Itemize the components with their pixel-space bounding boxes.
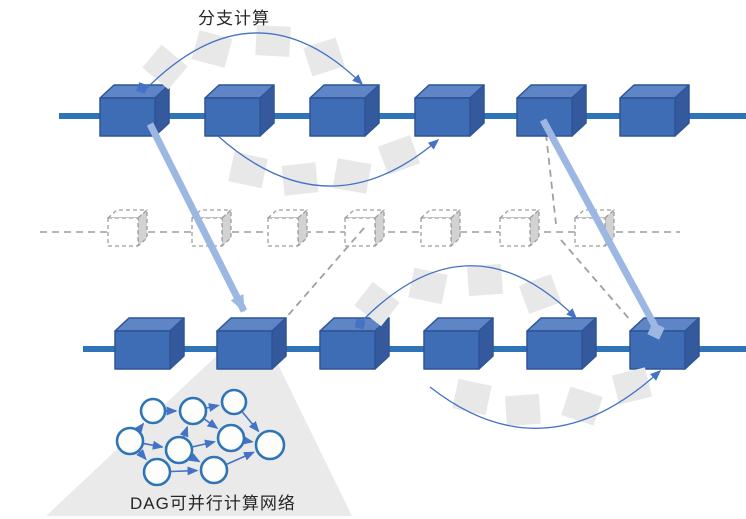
block-cube: [99, 84, 170, 137]
block-cube: [319, 317, 390, 370]
fork-link-line: [539, 118, 660, 330]
orbit-arrow-arc: [361, 265, 578, 322]
dashed-connectors: [283, 133, 632, 322]
dag-edge-arrow: [143, 440, 164, 450]
block-cube: [619, 84, 690, 137]
orbit-block: [354, 281, 400, 327]
dag-edge-arrow: [242, 435, 254, 445]
dag-network: [115, 388, 286, 487]
dag-edge-arrow: [206, 403, 220, 412]
dag-edge-arrow: [192, 439, 216, 449]
dag-node: [142, 457, 172, 487]
dag-edge-arrow: [203, 418, 219, 430]
cross-chain-connectors: [146, 118, 665, 340]
orbit-block: [255, 25, 291, 57]
orbit-block: [281, 162, 319, 196]
ghost-block: [499, 209, 540, 247]
ghost-block: [420, 209, 461, 247]
block-cube: [309, 84, 380, 137]
connector-anchor: [136, 82, 148, 94]
dag-node: [199, 455, 229, 485]
dag-node: [216, 423, 246, 453]
dag-network-label: DAG可并行计算网络: [130, 494, 296, 513]
orbit-arrow-arc: [429, 369, 662, 429]
orbit-block: [191, 30, 233, 68]
orbit-block: [466, 263, 504, 297]
block-cube: [114, 317, 185, 370]
orbit-block: [611, 367, 653, 405]
block-cube: [629, 317, 700, 370]
block-cube: [216, 317, 287, 370]
ghost-chain: [40, 209, 680, 247]
bottom-chain-orbit: [354, 263, 662, 429]
ghost-block: [107, 209, 148, 247]
dag-edge-arrow: [226, 451, 255, 466]
dag-node: [115, 426, 145, 456]
dag-node: [178, 396, 208, 426]
orbit-block: [303, 37, 345, 77]
dag-edge-arrow: [133, 422, 145, 434]
ghost-block: [344, 209, 385, 247]
orbit-arrow-arc: [144, 32, 364, 91]
connector-anchor: [354, 318, 366, 330]
orbit-block: [452, 378, 492, 416]
dag-edge-arrow: [136, 449, 147, 461]
orbit-block: [408, 267, 448, 305]
orbit-arrow-arc: [217, 135, 440, 187]
branch-compute-label: 分支计算: [198, 9, 270, 28]
dag-edge-arrow: [188, 452, 201, 463]
block-cube: [526, 317, 597, 370]
block-cube: [204, 84, 275, 137]
fork-link-line: [146, 122, 248, 313]
orbit-block: [142, 44, 188, 90]
dag-edge-arrow: [179, 425, 189, 438]
orbit-block: [518, 274, 562, 314]
dag-node: [220, 388, 248, 416]
ghost-link-line: [560, 239, 632, 322]
ghost-link-line: [283, 227, 365, 321]
bottom-chain: [83, 317, 746, 370]
orbit-block: [228, 151, 268, 189]
block-cube: [414, 84, 485, 137]
orbit-block: [377, 135, 421, 175]
block-cube: [423, 317, 494, 370]
ghost-block: [267, 209, 308, 247]
dag-node: [164, 435, 194, 465]
spotlight-cone: [46, 346, 352, 516]
ghost-link-line: [545, 133, 557, 225]
dag-edge-arrow: [241, 411, 260, 433]
dag-node: [139, 397, 167, 425]
connector-anchor: [647, 322, 665, 340]
orbit-block: [332, 158, 372, 194]
orbit-block: [504, 393, 542, 427]
dag-edge-arrow: [170, 466, 199, 476]
top-chain-orbit: [136, 25, 440, 196]
top-chain: [59, 84, 746, 137]
dag-node: [254, 429, 286, 461]
